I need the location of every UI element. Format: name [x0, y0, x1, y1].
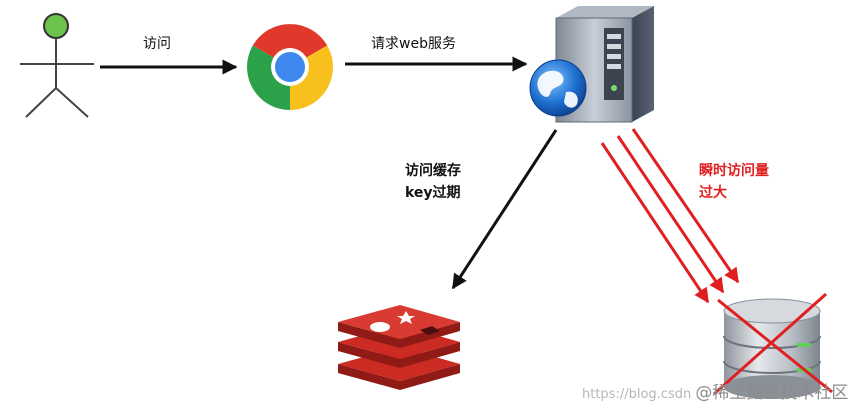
redis-circle-shape	[370, 322, 390, 332]
globe-continent-2	[564, 91, 578, 108]
redis-layer-top-side	[338, 322, 460, 348]
user-head	[43, 13, 69, 39]
redis-layer-bottom-side	[338, 364, 460, 390]
burst-traffic-line-2: 过大	[699, 185, 727, 201]
visit-label: 访问	[143, 36, 171, 52]
chrome-red-segment	[252, 24, 328, 67]
arrow-server-to-redis	[451, 129, 558, 290]
burst-arrow-3	[631, 128, 740, 284]
cross-stroke-2	[713, 292, 827, 396]
chrome-center	[275, 52, 305, 82]
chrome-browser-icon	[247, 24, 333, 110]
server-side	[632, 6, 654, 122]
user-stick-figure	[20, 13, 94, 118]
user-leg-left	[25, 87, 57, 118]
server-drive-1	[607, 34, 621, 39]
db-band-1	[723, 335, 821, 349]
database-icon	[723, 298, 821, 399]
redis-icon	[338, 305, 460, 390]
request-web-service-label: 请求web服务	[371, 36, 456, 52]
burst-arrow-2	[616, 135, 725, 294]
server-drive-3	[607, 54, 621, 59]
burst-arrows	[600, 128, 740, 304]
burst-arrow-1	[600, 142, 710, 304]
server-drive-2	[607, 44, 621, 49]
redis-layer-middle-side	[338, 342, 460, 368]
db-band-2	[723, 360, 821, 374]
cache-expired-line-1: 访问缓存	[405, 163, 461, 179]
db-top	[723, 298, 821, 324]
redis-star-shape	[397, 311, 415, 324]
cache-expired-label: 访问缓存 key过期	[405, 160, 461, 204]
globe-continent-1	[537, 70, 564, 97]
web-server-icon	[529, 6, 654, 123]
burst-traffic-label: 瞬时访问量 过大	[699, 160, 769, 204]
database-failure-cross	[713, 292, 833, 396]
user-leg-right	[55, 87, 89, 118]
server-power-led	[611, 85, 617, 91]
redis-diamond-shape	[420, 326, 440, 335]
server-drive-4	[607, 64, 621, 69]
watermark-brand: @稀土掘金技术社区	[695, 383, 849, 403]
cross-stroke-1	[717, 298, 833, 394]
server-top	[556, 6, 654, 18]
burst-traffic-line-1: 瞬时访问量	[699, 163, 769, 179]
db-bottom	[724, 375, 820, 399]
watermark: https://blog.csdn @稀土掘金技术社区	[582, 378, 848, 403]
db-indicator-1	[797, 343, 811, 347]
cache-expired-line-2: key过期	[405, 185, 461, 201]
watermark-url: https://blog.csdn	[582, 387, 692, 402]
